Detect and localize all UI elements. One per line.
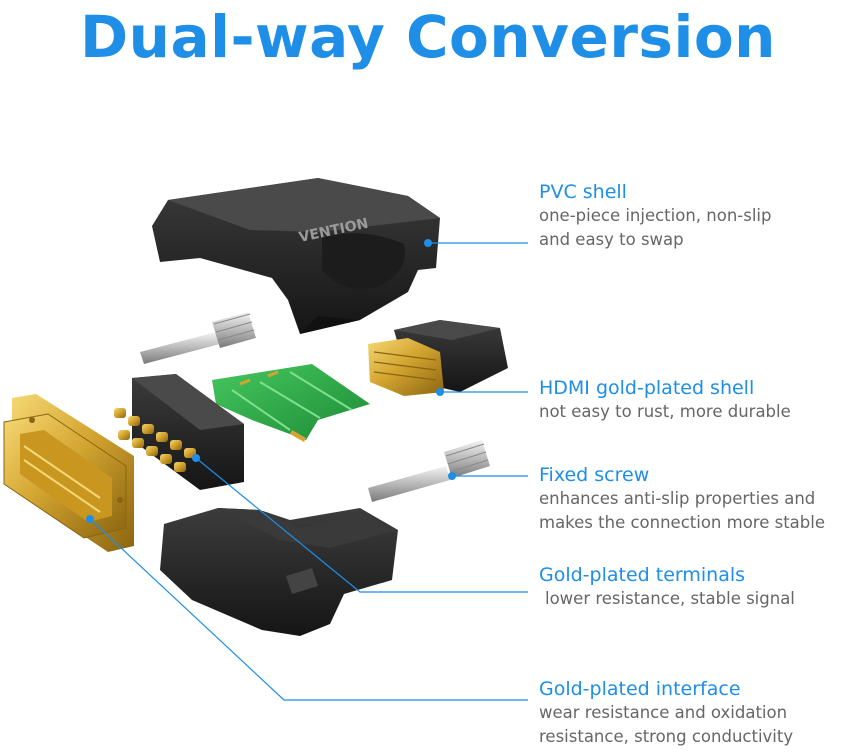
- callout-gold-terminals: Gold-plated terminals lower resistance, …: [539, 563, 854, 611]
- callout-gold-interface: Gold-plated interface wear resistance an…: [539, 677, 854, 749]
- callout-line: and easy to swap: [539, 230, 684, 249]
- callout-title: Gold-plated terminals: [539, 564, 746, 586]
- upper-screw: [140, 312, 256, 364]
- dot-gold-interface: [86, 515, 94, 523]
- dot-gold-terminals: [192, 454, 200, 462]
- callout-line: one-piece injection, non-slip: [539, 206, 772, 225]
- dot-hdmi-shell: [436, 388, 444, 396]
- dvi-interface: [3, 394, 134, 552]
- callout-title: HDMI gold-plated shell: [539, 377, 755, 399]
- leader-lines: [89, 242, 528, 701]
- page-title: Dual-way Conversion: [80, 3, 776, 71]
- callout-pvc-shell: PVC shell one-piece injection, non-slip …: [539, 180, 854, 252]
- leader-gold-terminals: [195, 457, 528, 593]
- callout-hdmi-shell: HDMI gold-plated shell not easy to rust,…: [539, 376, 854, 424]
- terminal-block: [114, 374, 244, 490]
- dot-fixed-screw: [448, 472, 456, 480]
- callout-line: resistance, strong conductivity: [539, 727, 794, 746]
- pvc-shell-top: VENTION: [152, 178, 440, 334]
- lower-screw: [368, 440, 490, 502]
- callout-line: not easy to rust, more durable: [539, 402, 791, 421]
- callout-title: PVC shell: [539, 181, 627, 203]
- hdmi-shell: [368, 320, 508, 396]
- callout-line: lower resistance, stable signal: [545, 589, 795, 608]
- callout-line: enhances anti-slip properties and: [539, 489, 816, 508]
- callout-title: Gold-plated interface: [539, 678, 741, 700]
- pcb-board: [212, 364, 370, 442]
- callout-fixed-screw: Fixed screw enhances anti-slip propertie…: [539, 463, 854, 535]
- dot-pvc-shell: [424, 239, 432, 247]
- leader-gold-interface: [89, 518, 528, 701]
- callout-title: Fixed screw: [539, 464, 650, 486]
- callout-line: makes the connection more stable: [539, 513, 825, 532]
- pvc-shell-bottom: [160, 508, 398, 636]
- callout-line: wear resistance and oxidation: [539, 703, 788, 722]
